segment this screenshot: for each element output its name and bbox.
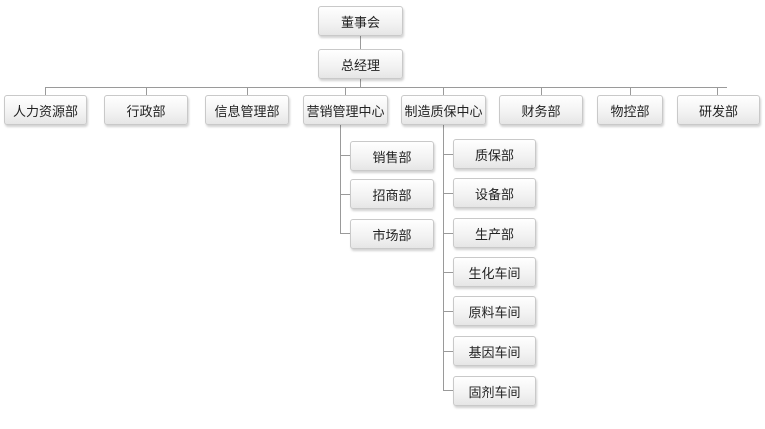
node-marketing-investment: 招商部 [350, 179, 434, 209]
node-dept-marketing: 营销管理中心 [303, 95, 388, 125]
node-dept-admin: 行政部 [104, 95, 188, 125]
connector-marketing-1 [340, 194, 350, 195]
connector-mfg-3 [443, 272, 453, 273]
connector-dept-1 [146, 87, 147, 95]
node-general-manager: 总经理 [318, 49, 403, 79]
node-dept-manufacturing: 制造质保中心 [401, 95, 486, 125]
connector-marketing-trunk [340, 125, 341, 234]
connector-marketing-2 [340, 233, 350, 234]
connector-dept-bus [45, 87, 727, 88]
node-dept-materials: 物控部 [597, 95, 663, 125]
node-marketing-sales: 销售部 [350, 141, 434, 171]
node-mfg-biochem-workshop: 生化车间 [453, 257, 536, 287]
connector-dept-6 [630, 87, 631, 95]
connector-mfg-2 [443, 233, 453, 234]
connector-gm-bus [360, 79, 361, 88]
connector-dept-0 [45, 87, 46, 95]
connector-dept-7 [717, 87, 718, 95]
node-mfg-quality: 质保部 [453, 139, 536, 169]
node-marketing-market: 市场部 [350, 219, 434, 249]
node-mfg-raw-material-workshop: 原料车间 [453, 296, 536, 326]
connector-marketing-0 [340, 155, 350, 156]
node-dept-it: 信息管理部 [205, 95, 289, 125]
connector-board-gm [360, 35, 361, 49]
connector-dept-4 [443, 87, 444, 95]
node-board: 董事会 [318, 6, 403, 36]
connector-dept-5 [541, 87, 542, 95]
connector-dept-3 [345, 87, 346, 95]
node-dept-finance: 财务部 [499, 95, 583, 125]
connector-mfg-6 [443, 390, 453, 391]
connector-mfg-4 [443, 311, 453, 312]
node-mfg-solid-dose-workshop: 固剂车间 [453, 376, 536, 406]
node-mfg-production: 生产部 [453, 218, 536, 248]
connector-mfg-trunk [443, 125, 444, 391]
connector-mfg-0 [443, 154, 453, 155]
node-mfg-equipment: 设备部 [453, 178, 536, 208]
node-mfg-gene-workshop: 基因车间 [453, 336, 536, 366]
connector-mfg-5 [443, 351, 453, 352]
connector-dept-2 [247, 87, 248, 95]
node-dept-rnd: 研发部 [677, 95, 760, 125]
node-dept-hr: 人力资源部 [4, 95, 87, 125]
connector-mfg-1 [443, 193, 453, 194]
